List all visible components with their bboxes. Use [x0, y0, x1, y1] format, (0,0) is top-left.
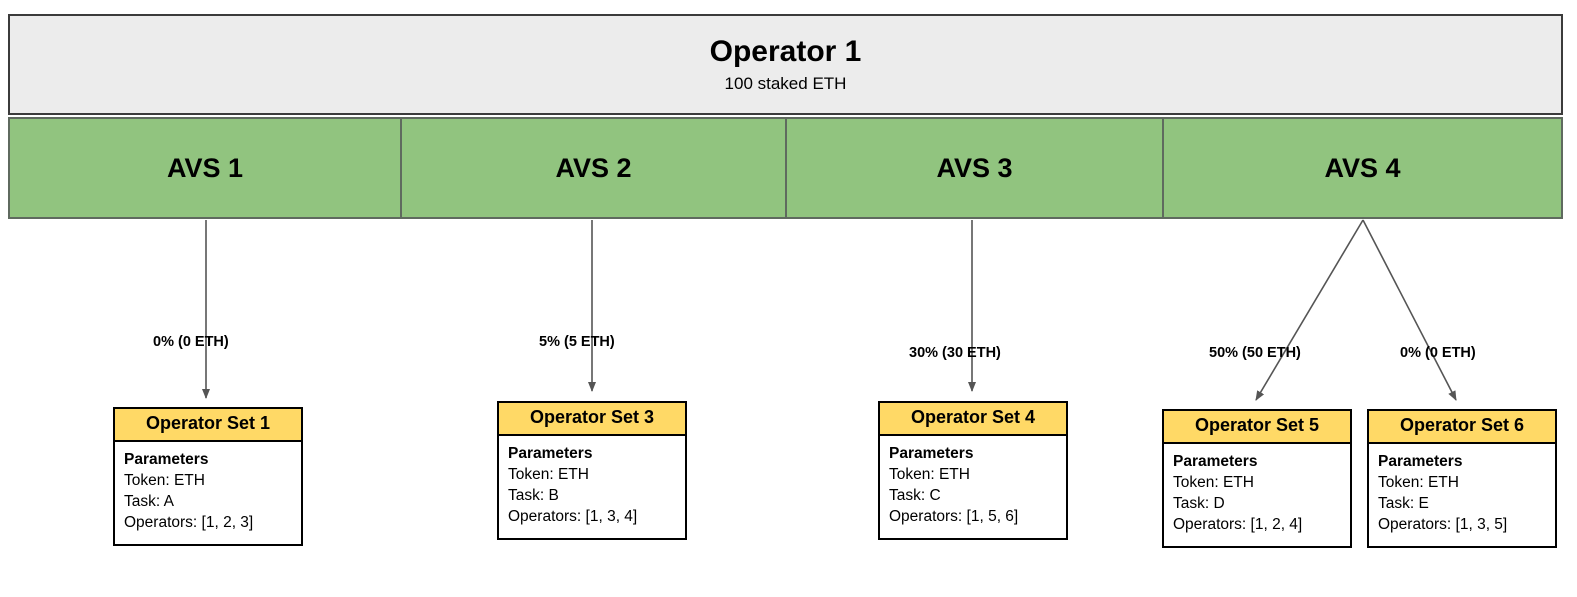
param-token-3: Token: ETH [508, 465, 589, 483]
edge-label-avs4-opset5: 50% (50 ETH) [1209, 345, 1301, 361]
param-task-6: Task: E [1378, 494, 1429, 512]
operator-set-params-5: Parameters Token: ETH Task: D Operators:… [1164, 444, 1350, 543]
param-task-3: Task: B [508, 486, 559, 504]
operator-title: Operator 1 [709, 35, 862, 69]
operator-bar: Operator 1 100 staked ETH [8, 14, 1563, 115]
operator-set-box-5[interactable]: Operator Set 5 Parameters Token: ETH Tas… [1162, 409, 1352, 548]
param-token-6: Token: ETH [1378, 473, 1459, 491]
operator-set-box-3[interactable]: Operator Set 3 Parameters Token: ETH Tas… [497, 401, 687, 540]
param-operators-4: Operators: [1, 5, 6] [889, 508, 1019, 526]
operator-set-params-1: Parameters Token: ETH Task: A Operators:… [115, 442, 301, 541]
avs-label-2: AVS 2 [555, 152, 632, 183]
param-task-5: Task: D [1173, 494, 1225, 512]
params-title-6: Parameters [1378, 452, 1463, 470]
param-task-4: Task: C [889, 486, 941, 504]
operator-set-box-6[interactable]: Operator Set 6 Parameters Token: ETH Tas… [1367, 409, 1557, 548]
avs-label-1: AVS 1 [166, 152, 244, 183]
edge-label-avs1-opset1: 0% (0 ETH) [153, 334, 229, 350]
param-token-4: Token: ETH [889, 465, 970, 483]
operator-set-title-3: Operator Set 3 [499, 403, 685, 436]
operator-set-params-6: Parameters Token: ETH Task: E Operators:… [1369, 444, 1555, 543]
param-token-5: Token: ETH [1173, 473, 1254, 491]
params-title-1: Parameters [124, 450, 209, 468]
operator-set-box-4[interactable]: Operator Set 4 Parameters Token: ETH Tas… [878, 401, 1068, 540]
avs-cell-1[interactable]: AVS 1 [8, 117, 402, 219]
params-title-5: Parameters [1173, 452, 1258, 470]
param-operators-6: Operators: [1, 3, 5] [1378, 516, 1508, 534]
avs-cell-3[interactable]: AVS 3 [785, 117, 1164, 219]
params-title-4: Parameters [889, 444, 974, 462]
params-title-3: Parameters [508, 444, 593, 462]
edge-label-avs3-opset4: 30% (30 ETH) [909, 345, 1001, 361]
operator-set-title-5: Operator Set 5 [1164, 411, 1350, 444]
param-operators-5: Operators: [1, 2, 4] [1173, 516, 1303, 534]
edge-label-avs2-opset3: 5% (5 ETH) [539, 334, 615, 350]
operator-set-title-1: Operator Set 1 [115, 409, 301, 442]
operator-set-box-1[interactable]: Operator Set 1 Parameters Token: ETH Tas… [113, 407, 303, 546]
param-operators-1: Operators: [1, 2, 3] [124, 514, 254, 532]
operator-stake: 100 staked ETH [724, 73, 847, 93]
param-operators-3: Operators: [1, 3, 4] [508, 508, 638, 526]
operator-set-title-4: Operator Set 4 [880, 403, 1066, 436]
operator-set-params-3: Parameters Token: ETH Task: B Operators:… [499, 436, 685, 535]
avs-label-3: AVS 3 [936, 152, 1013, 183]
edge-label-avs4-opset6: 0% (0 ETH) [1400, 345, 1476, 361]
avs-cell-4[interactable]: AVS 4 [1162, 117, 1563, 219]
operator-set-title-6: Operator Set 6 [1369, 411, 1555, 444]
param-token-1: Token: ETH [124, 471, 205, 489]
operator-set-params-4: Parameters Token: ETH Task: C Operators:… [880, 436, 1066, 535]
param-task-1: Task: A [124, 492, 174, 510]
avs-row: AVS 1 AVS 2 AVS 3 AVS 4 [8, 117, 1563, 219]
avs-cell-2[interactable]: AVS 2 [400, 117, 787, 219]
avs-label-4: AVS 4 [1324, 152, 1401, 183]
